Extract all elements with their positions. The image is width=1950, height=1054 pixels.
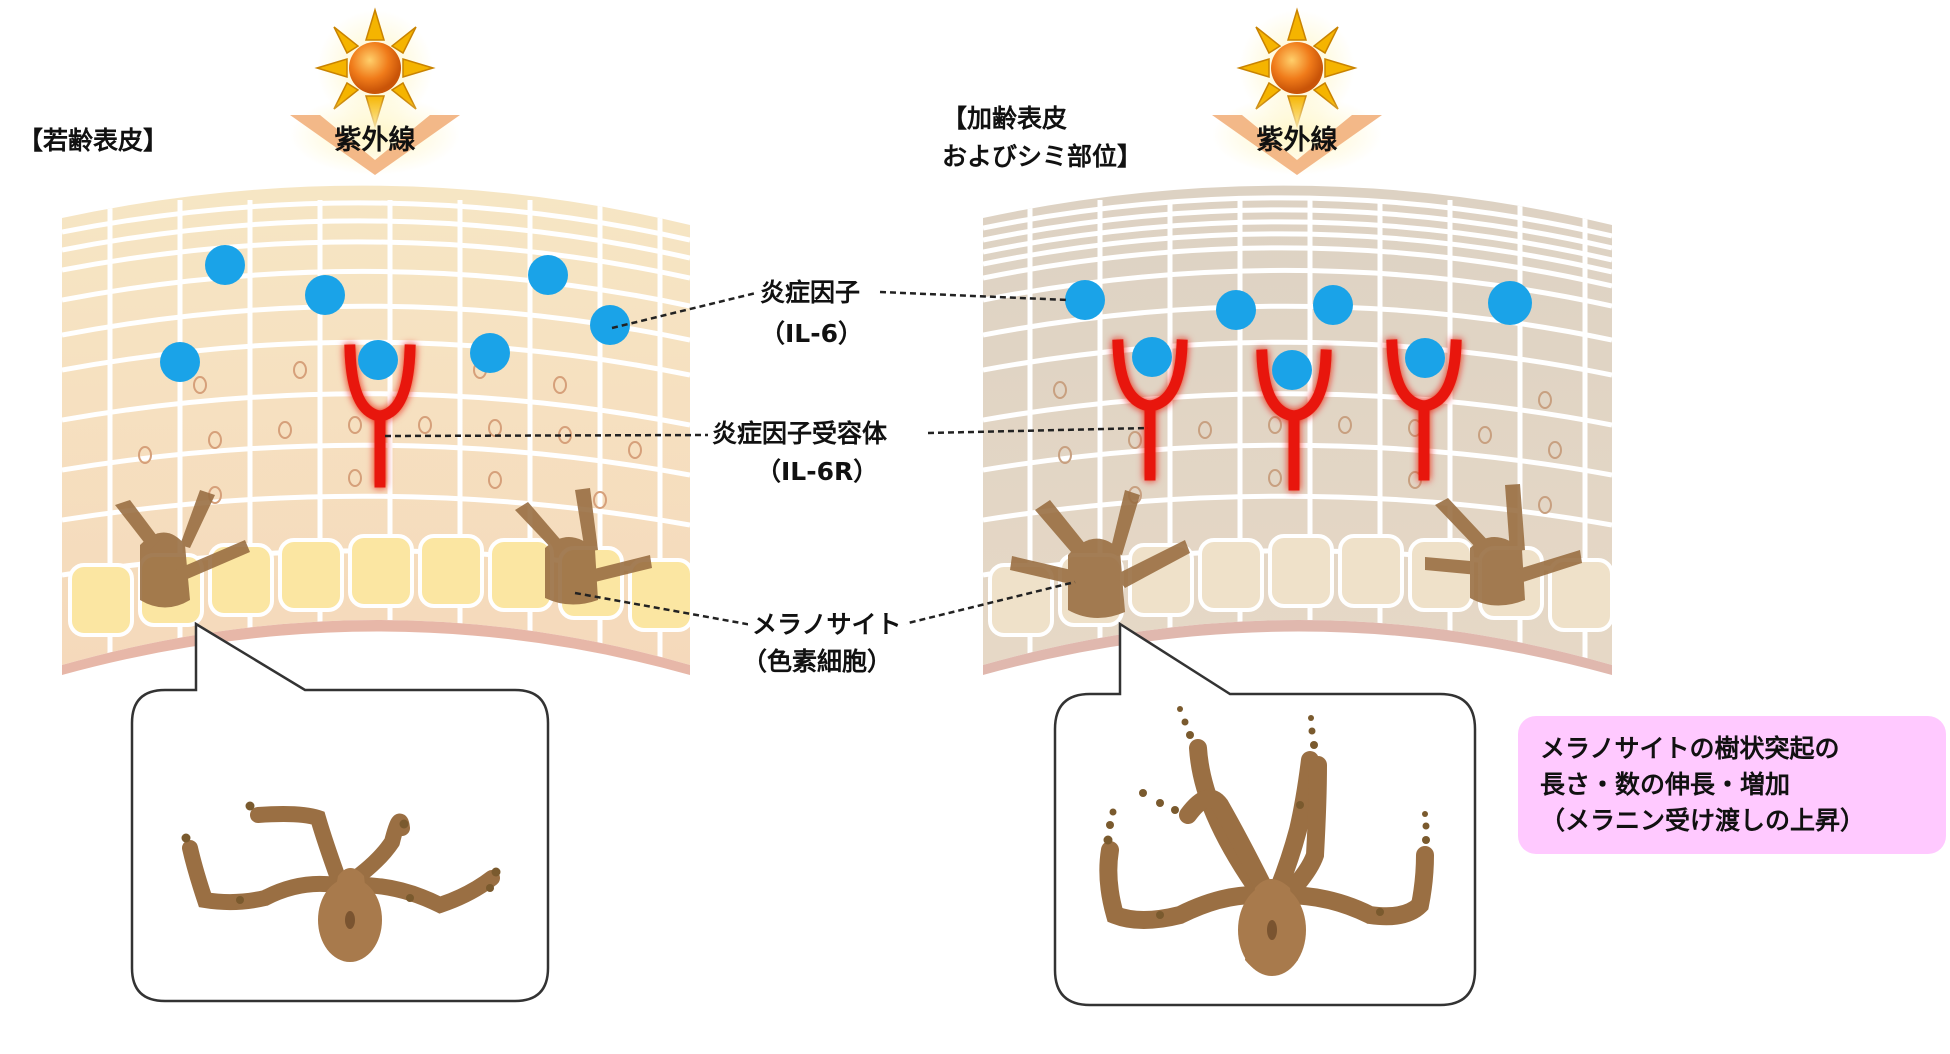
note-line-1: メラノサイトの樹状突起の bbox=[1540, 734, 1840, 763]
note-line-3: （メラニン受け渡しの上昇） bbox=[1540, 806, 1866, 835]
aged-epidermis-title-line2: およびシミ部位】 bbox=[942, 142, 1143, 171]
uv-label-left: 紫外線 bbox=[334, 125, 416, 156]
melanocyte-sub-label: （色素細胞） bbox=[742, 647, 893, 676]
young-epidermis bbox=[62, 185, 690, 675]
cytokines-aged bbox=[1065, 280, 1532, 390]
cytokines-young bbox=[160, 245, 630, 382]
cytokine-label: 炎症因子 bbox=[756, 276, 865, 310]
melanocyte-young bbox=[115, 488, 652, 608]
aged-epidermis bbox=[983, 185, 1612, 675]
dendrite-note-box: メラノサイトの樹状突起の 長さ・数の伸長・増加 （メラニン受け渡しの上昇） bbox=[1518, 716, 1946, 854]
melanocyte-aged bbox=[1010, 484, 1582, 619]
young-epidermis-title: 【若齢表皮】 bbox=[18, 126, 169, 155]
receptor-sub-label: （IL-6R） bbox=[756, 457, 879, 486]
cytokine-sub-label: （IL-6） bbox=[760, 319, 864, 348]
uv-arrow-right bbox=[1212, 95, 1382, 175]
connector-lines bbox=[384, 290, 1149, 627]
note-line-2: 長さ・数の伸長・増加 bbox=[1540, 770, 1791, 799]
melanocyte-aged-closeup bbox=[1099, 739, 1434, 976]
receptor-label: 炎症因子受容体 bbox=[708, 417, 892, 451]
receptor-young bbox=[344, 344, 416, 488]
uv-arrow-left bbox=[290, 95, 460, 175]
melanocyte-label: メラノサイト bbox=[748, 608, 906, 642]
aged-epidermis-title-line1: 【加齢表皮 bbox=[942, 104, 1068, 133]
receptors-aged bbox=[1112, 339, 1462, 491]
uv-label-right: 紫外線 bbox=[1256, 125, 1338, 156]
